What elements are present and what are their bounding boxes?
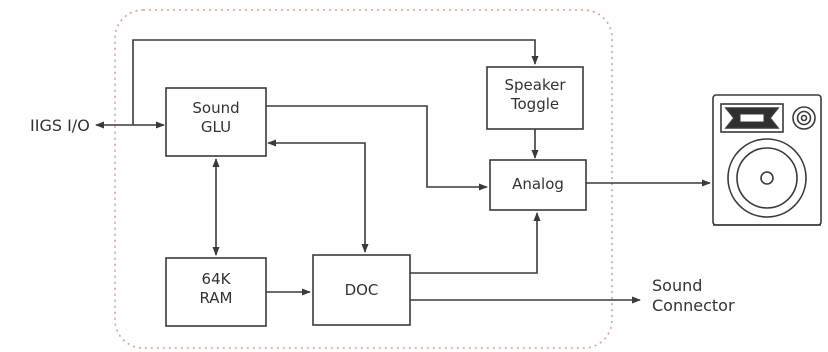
sound-connector-line-1: Sound xyxy=(652,276,735,296)
glu-doc-arrow xyxy=(268,143,365,252)
doc-to-analog-arrow xyxy=(410,213,537,273)
sound-connector-line-2: Connector xyxy=(652,296,735,316)
analog-label: Analog xyxy=(490,175,586,194)
speaker-toggle-line-1: Speaker xyxy=(487,76,583,95)
ram-line-1: 64K xyxy=(166,270,266,289)
doc-label: DOC xyxy=(313,281,410,300)
sound-glu-line-1: Sound xyxy=(166,99,266,118)
speaker-toggle-label: Speaker Toggle xyxy=(487,76,583,114)
glu-to-analog-arrow xyxy=(266,106,487,187)
sound-connector-label: Sound Connector xyxy=(652,276,735,316)
sound-glu-line-2: GLU xyxy=(166,118,266,137)
sound-glu-label: Sound GLU xyxy=(166,99,266,137)
speaker-cabinet-icon xyxy=(713,95,821,225)
iigs-io-label: IIGS I/O xyxy=(30,116,90,136)
ram-label: 64K RAM xyxy=(166,270,266,308)
speaker-toggle-line-2: Toggle xyxy=(487,95,583,114)
ram-line-2: RAM xyxy=(166,289,266,308)
